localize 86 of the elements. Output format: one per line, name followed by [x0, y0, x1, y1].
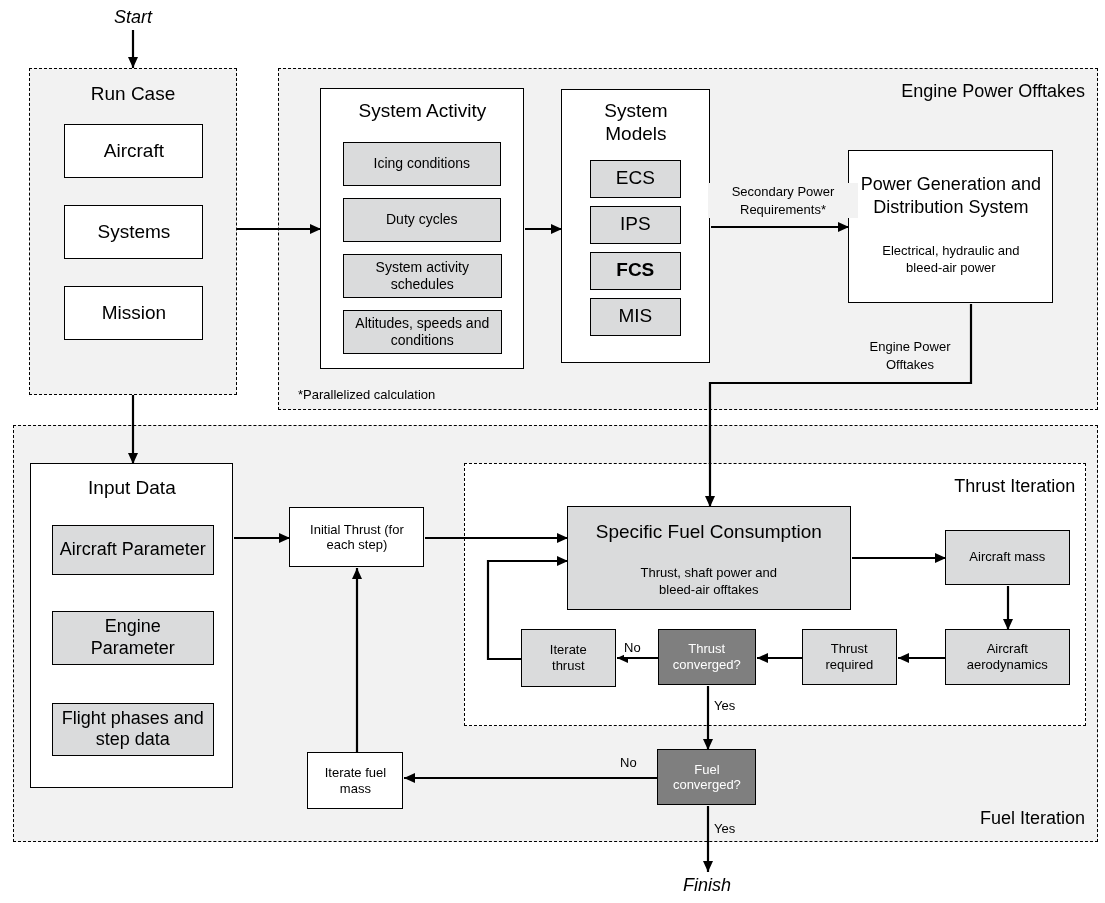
process-box: [289, 507, 425, 568]
arrow: [757, 653, 803, 663]
box-label: Duty cycles: [386, 211, 458, 229]
box-label: Icing conditions: [373, 155, 471, 173]
box-label: Iterate fuel mass: [323, 765, 388, 797]
decision-box: [657, 749, 757, 806]
box-title: Input Data: [87, 477, 177, 500]
box-label: Aircraft Parameter: [59, 539, 206, 561]
process-box: [589, 251, 681, 290]
process-box: [944, 529, 1070, 585]
box-label: Mission: [101, 302, 167, 325]
process-box: [51, 610, 214, 665]
process-box: [589, 297, 681, 336]
box-title: Thrust Iteration: [954, 476, 1076, 498]
process-box: [30, 463, 234, 789]
process-box: [566, 505, 851, 610]
process-box: [944, 628, 1070, 685]
box-label: Systems: [97, 221, 171, 244]
box-description: Electrical, hydraulic and bleed-air power: [881, 243, 1021, 278]
box-label: Flight phases and step data: [60, 707, 205, 751]
box-title: System Activity: [357, 100, 488, 123]
box-description: Thrust, shaft power and bleed-air offtakes: [639, 564, 779, 599]
arrow: [486, 556, 568, 661]
box-title: Specific Fuel Consumption: [594, 520, 823, 543]
note-text: *Parallelized calculation: [298, 387, 436, 402]
arrow: [898, 653, 946, 663]
dashed-region: [29, 68, 237, 395]
dashed-region: [13, 425, 1098, 842]
process-box: [589, 205, 681, 244]
process-box: [64, 286, 204, 341]
terminal-label: Start: [100, 4, 166, 30]
arrow: [1003, 586, 1013, 630]
box-title: System Models: [603, 100, 669, 146]
process-box: [64, 205, 204, 260]
arrow: [128, 30, 138, 68]
box-label: Initial Thrust (for each step): [309, 521, 405, 553]
dashed-region: [278, 68, 1098, 410]
arrow: [234, 533, 290, 543]
terminal-label: Finish: [676, 872, 738, 898]
process-box: [342, 197, 501, 242]
process-box: [520, 628, 616, 687]
arrow: [237, 224, 321, 234]
process-box: [561, 89, 711, 364]
process-box: [589, 159, 681, 198]
process-box: [307, 752, 404, 810]
box-label: Aircraft aerodynamics: [965, 641, 1049, 673]
edge-label: Secondary Power Requirements*: [708, 183, 858, 219]
arrow: [404, 773, 658, 783]
arrow: [703, 806, 713, 872]
arrow: [525, 224, 562, 234]
box-label: Thrust converged?: [671, 641, 742, 673]
process-box: [848, 150, 1054, 304]
dashed-region: [464, 463, 1087, 727]
process-box: [51, 702, 214, 756]
process-box: [64, 124, 204, 179]
process-box: [801, 628, 897, 685]
box-label: Fuel converged?: [671, 761, 742, 793]
box-label: System activity schedules: [374, 259, 470, 293]
arrow: [711, 222, 849, 232]
box-label: Aircraft mass: [969, 549, 1046, 566]
arrow: [425, 533, 568, 543]
box-label: ECS: [615, 167, 655, 191]
box-title: Run Case: [89, 83, 177, 105]
process-box: [342, 141, 501, 186]
arrow: [352, 568, 362, 753]
arrow: [705, 304, 973, 507]
box-title: Fuel Iteration: [979, 808, 1085, 829]
arrow: [617, 653, 659, 663]
arrow: [852, 553, 946, 563]
box-label: FCS: [616, 259, 655, 283]
arrow: [128, 395, 138, 464]
process-box: [320, 88, 525, 370]
process-box: [342, 253, 502, 298]
box-label: Thrust required: [824, 641, 875, 673]
arrow: [703, 686, 713, 750]
decision-box: [657, 628, 756, 685]
process-box: [51, 524, 214, 575]
box-label: Iterate thrust: [548, 642, 588, 674]
box-label: Engine Parameter: [89, 616, 176, 660]
box-label: Altitudes, speeds and conditions: [354, 315, 491, 349]
box-label: IPS: [619, 213, 651, 237]
box-label: Aircraft: [103, 140, 164, 163]
box-title: Engine Power Offtakes: [901, 81, 1085, 102]
box-label: MIS: [618, 305, 653, 329]
box-title: Power Generation and Distribution System: [859, 173, 1042, 219]
process-box: [342, 309, 502, 354]
